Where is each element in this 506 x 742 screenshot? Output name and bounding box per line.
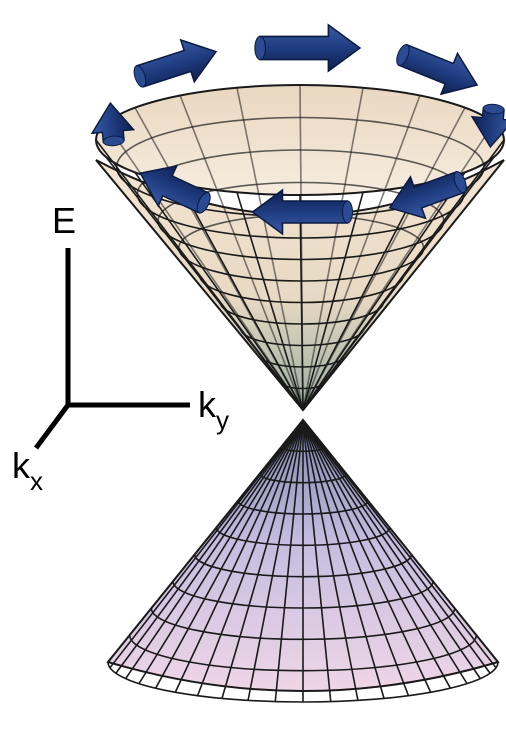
upper-cone: [96, 85, 504, 410]
energy-axis-label: E: [52, 200, 76, 241]
spin-arrow-icon: [128, 31, 222, 99]
spin-arrow-icon: [255, 25, 360, 71]
kx-axis-label: kx: [12, 445, 43, 496]
kx-axis-line: [36, 405, 68, 448]
ky-axis-label: ky: [198, 384, 229, 435]
lower-cone: [108, 420, 498, 702]
